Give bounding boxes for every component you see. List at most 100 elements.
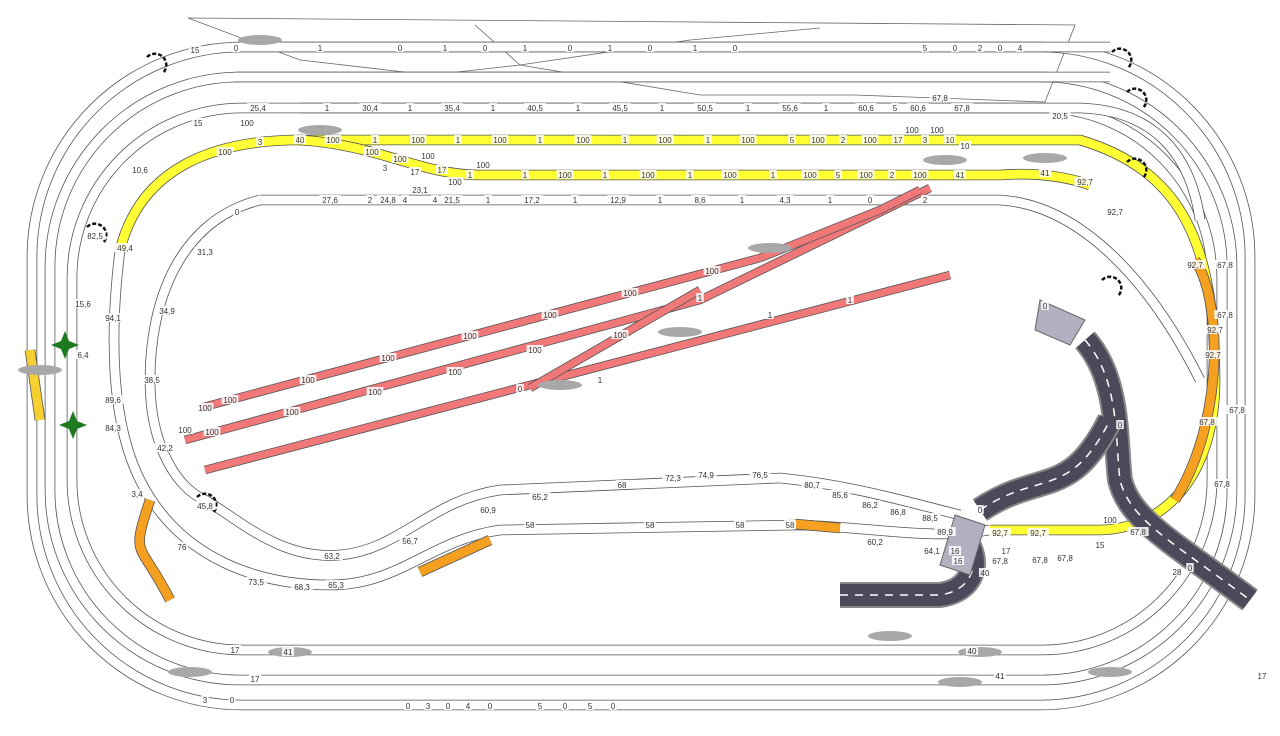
label-bg (999, 546, 1013, 555)
track-label: 100 (541, 310, 559, 320)
label-text: 1 (325, 104, 330, 113)
track-label: 0 (232, 43, 240, 53)
tree-icon (51, 331, 79, 359)
label-text: 84,3 (105, 424, 121, 433)
track-label: 1 (658, 103, 666, 113)
track-label: 20,5 (1049, 111, 1071, 121)
label-text: 100 (301, 376, 315, 385)
track-label: 24,8 (377, 195, 399, 205)
label-text: 60,6 (858, 104, 874, 113)
label-text: 92,7 (1107, 208, 1123, 217)
track-label: 67,8 (1226, 405, 1248, 415)
track-label: 6,4 (74, 350, 92, 360)
track-label: 10,6 (129, 165, 151, 175)
inner-loop-top-fill (300, 103, 1205, 221)
label-bg (788, 135, 796, 144)
label-bg (363, 147, 381, 156)
label-bg (541, 310, 559, 319)
track-label: 67,8 (1214, 260, 1236, 270)
label-bg (1184, 260, 1206, 269)
label-bg (934, 527, 956, 536)
label-text: 67,8 (1057, 554, 1073, 563)
track-label: 92,7 (1104, 207, 1126, 217)
label-bg (129, 165, 151, 174)
track-label: 100 (809, 135, 827, 145)
label-bg (976, 505, 984, 514)
track-label: 1 (521, 43, 529, 53)
label-text: 100 (613, 331, 627, 340)
label-text: 41 (284, 648, 293, 657)
label-text: 41 (956, 171, 965, 180)
track-label: 100 (611, 330, 629, 340)
label-bg (233, 207, 241, 216)
label-text: 0 (1188, 564, 1193, 573)
label-text: 1 (603, 171, 608, 180)
track-label: 100 (556, 170, 574, 180)
label-bg (444, 701, 452, 710)
track-label: 100 (221, 395, 239, 405)
label-text: 17,2 (524, 196, 540, 205)
track-label: 63,2 (321, 551, 343, 561)
label-text: 4 (1018, 44, 1023, 53)
label-bg (1127, 527, 1149, 536)
track-label: 65,2 (529, 492, 551, 502)
label-text: 3 (203, 696, 208, 705)
track-label: 68 (615, 480, 629, 490)
track-label: 100 (391, 154, 409, 164)
label-text: 100 (1103, 516, 1117, 525)
label-text: 1 (698, 294, 703, 303)
label-bg (609, 103, 631, 112)
label-text: 42,2 (157, 444, 173, 453)
track-label: 1 (846, 295, 854, 305)
track-label: 65,3 (325, 580, 347, 590)
track-label: 40 (293, 135, 307, 145)
label-text: 6,4 (77, 351, 89, 360)
label-bg (201, 695, 209, 704)
label-text: 3 (258, 138, 263, 147)
label-text: 86,2 (862, 501, 878, 510)
label-text: 100 (859, 171, 873, 180)
track-label: 15 (1093, 540, 1107, 550)
label-text: 4 (433, 196, 438, 205)
track-label: 0 (1041, 301, 1049, 311)
label-text: 1 (486, 196, 491, 205)
label-bg (1214, 310, 1236, 319)
label-text: 1 (443, 44, 448, 53)
label-bg (419, 151, 437, 160)
label-text: 80,7 (804, 481, 820, 490)
label-bg (424, 701, 432, 710)
label-text: 74,9 (698, 471, 714, 480)
turnout-motor (748, 243, 792, 253)
track-label: 58 (733, 520, 747, 530)
label-text: 67,8 (954, 104, 970, 113)
track-label: 1 (441, 43, 449, 53)
track-label: 67,8 (1214, 310, 1236, 320)
label-text: 0 (953, 44, 958, 53)
label-text: 25,4 (250, 104, 266, 113)
label-text: 0 (1118, 421, 1123, 430)
track-label: 1 (744, 103, 752, 113)
label-text: 86,8 (890, 508, 906, 517)
track-label: 100 (526, 345, 544, 355)
label-text: 89,6 (105, 396, 121, 405)
label-text: 67,8 (1130, 528, 1146, 537)
label-text: 3 (426, 702, 431, 711)
label-text: 0 (568, 44, 573, 53)
label-bg (776, 195, 794, 204)
label-text: 0 (611, 702, 616, 711)
label-text: 1 (688, 171, 693, 180)
track-label: 100 (621, 288, 639, 298)
label-bg (323, 103, 331, 112)
label-text: 0 (563, 702, 568, 711)
label-text: 40 (296, 136, 305, 145)
track-label: 5 (586, 701, 594, 711)
label-bg (324, 135, 342, 144)
track-label: 16 (951, 556, 965, 566)
label-bg (989, 528, 1011, 537)
label-text: 100 (741, 136, 755, 145)
label-bg (523, 520, 537, 529)
track-label: 15 (191, 118, 205, 128)
label-bg (749, 470, 771, 479)
label-text: 100 (448, 368, 462, 377)
